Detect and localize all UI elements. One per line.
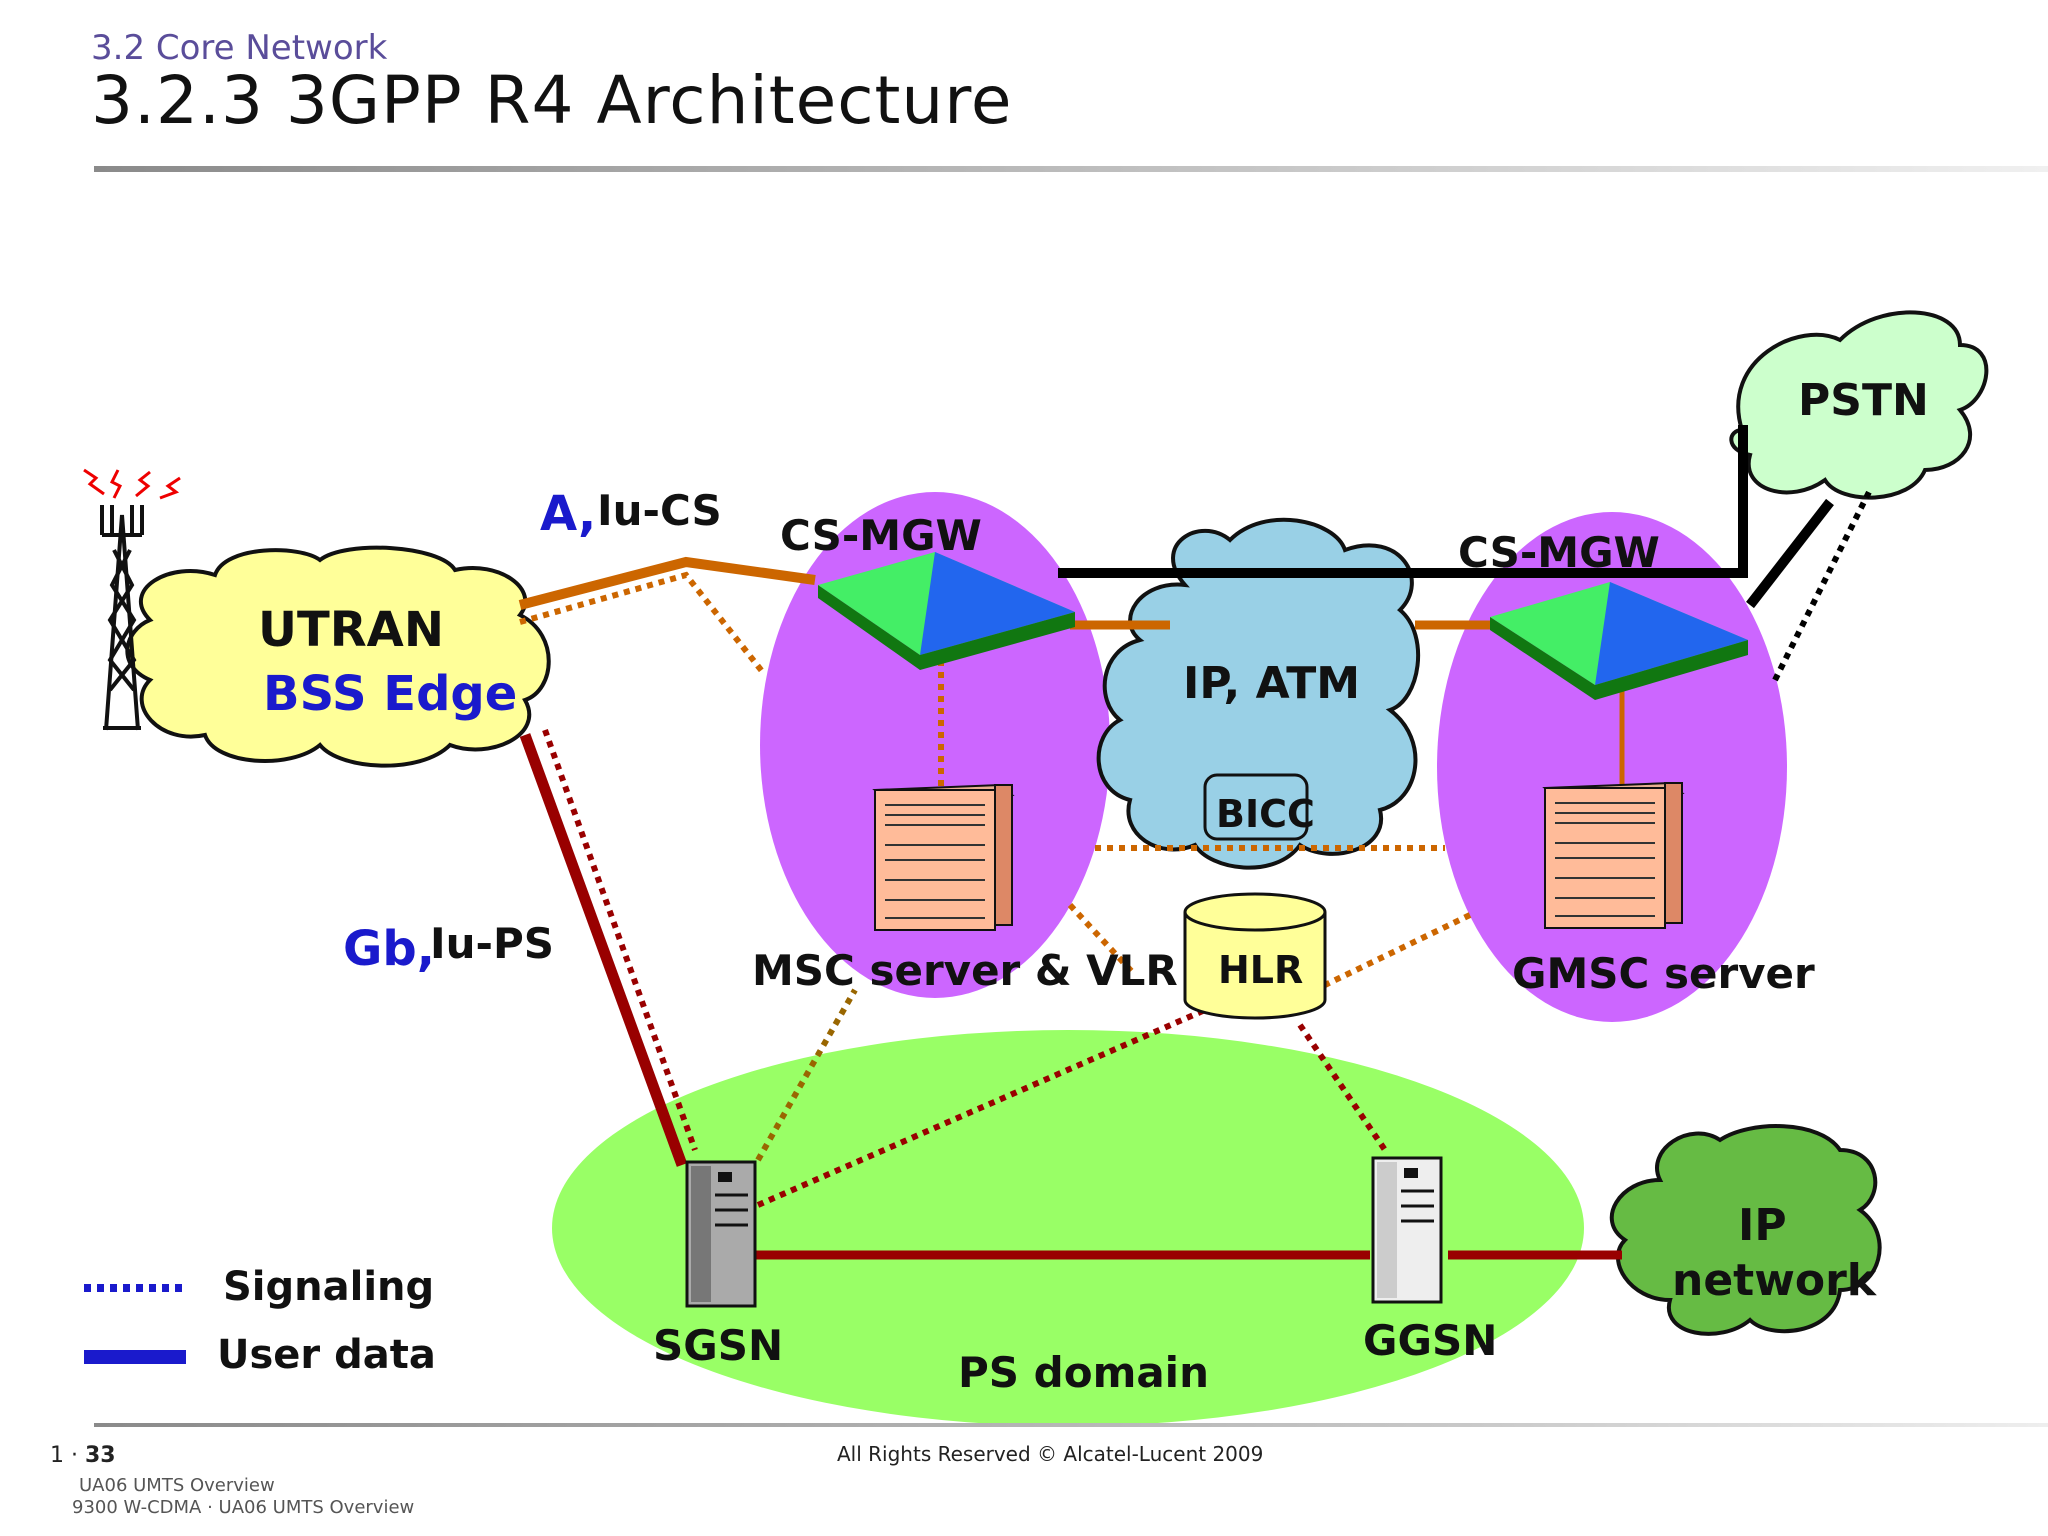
pstn-label: PSTN bbox=[1798, 375, 1929, 426]
msc-server-label: MSC server & VLR bbox=[752, 946, 1178, 995]
gb-iu-ps-signaling-link bbox=[542, 728, 698, 1152]
ip-atm-label: IP, ATM bbox=[1183, 658, 1360, 709]
msc-server-icon bbox=[872, 783, 1015, 931]
course-name: UA06 UMTS Overview bbox=[79, 1475, 275, 1496]
sgsn-hlr-signaling-link bbox=[756, 1007, 1207, 1208]
iu-cs-label: Iu-CS bbox=[597, 486, 722, 535]
bottom-divider bbox=[94, 1423, 2048, 1427]
cs-mgw-left-icon bbox=[818, 552, 1075, 670]
bss-edge-label: BSS Edge bbox=[263, 666, 517, 722]
copyright-notice: All Rights Reserved © Alcatel-Lucent 200… bbox=[837, 1442, 1264, 1466]
cs-mgw-left-label: CS-MGW bbox=[780, 511, 982, 560]
legend-user-data-label: User data bbox=[217, 1332, 436, 1378]
utran-cloud bbox=[125, 545, 551, 768]
hlr-database-icon bbox=[1183, 892, 1327, 1020]
slide-title: 3.2.3 3GPP R4 Architecture bbox=[91, 62, 1013, 139]
gmsc-server-icon bbox=[1542, 781, 1685, 929]
gmsc-hlr-signaling-link bbox=[1323, 912, 1472, 988]
cs-mgw-right-icon bbox=[1490, 582, 1748, 700]
page-prefix: 1 · bbox=[50, 1443, 85, 1468]
sgsn-label: SGSN bbox=[653, 1321, 783, 1370]
iu-cs-user-link bbox=[518, 556, 816, 610]
ggsn-server-icon bbox=[1371, 1156, 1443, 1304]
iu-cs-signaling-link bbox=[519, 571, 768, 677]
ggsn-hlr-signaling-link bbox=[1297, 1023, 1388, 1152]
utran-label: UTRAN bbox=[258, 602, 444, 658]
ggsn-label: GGSN bbox=[1363, 1316, 1497, 1365]
pstn-link bbox=[1746, 498, 1834, 609]
page-number-value: 33 bbox=[84, 1443, 116, 1468]
gmsc-server-label: GMSC server bbox=[1512, 949, 1815, 998]
ip-atm-cloud bbox=[1096, 517, 1421, 870]
top-divider bbox=[94, 166, 2048, 172]
bicc-box bbox=[1203, 773, 1309, 841]
ip-network-label-line1: IP bbox=[1738, 1200, 1787, 1251]
section-title: 3.2 Core Network bbox=[91, 28, 388, 68]
sgsn-server-icon bbox=[685, 1160, 757, 1308]
legend-signaling-label: Signaling bbox=[223, 1264, 434, 1310]
hlr-label: HLR bbox=[1218, 948, 1303, 992]
ip-network-cloud bbox=[1609, 1124, 1882, 1336]
a-interface-label: A, bbox=[540, 486, 596, 542]
ip-network-label-line2: network bbox=[1672, 1255, 1878, 1306]
gb-interface-label: Gb, bbox=[343, 921, 435, 977]
msc-hlr-signaling-link bbox=[1067, 902, 1138, 978]
ps-domain-label: PS domain bbox=[958, 1348, 1209, 1397]
gb-iu-ps-user-link bbox=[519, 733, 688, 1167]
iu-ps-label: Iu-PS bbox=[430, 919, 554, 968]
ps-domain-area bbox=[552, 1030, 1584, 1426]
page-number: 1 · 33 bbox=[50, 1443, 116, 1468]
pstn-cloud bbox=[1729, 310, 1989, 500]
product-name: 9300 W-CDMA · UA06 UMTS Overview bbox=[72, 1497, 415, 1518]
antenna-tower-icon bbox=[83, 468, 181, 731]
sgsn-msc-signaling-link bbox=[755, 988, 858, 1162]
trunk-line bbox=[1058, 425, 1748, 578]
bicc-label: BICC bbox=[1216, 792, 1315, 836]
cs-mgw-right-label: CS-MGW bbox=[1458, 528, 1660, 577]
